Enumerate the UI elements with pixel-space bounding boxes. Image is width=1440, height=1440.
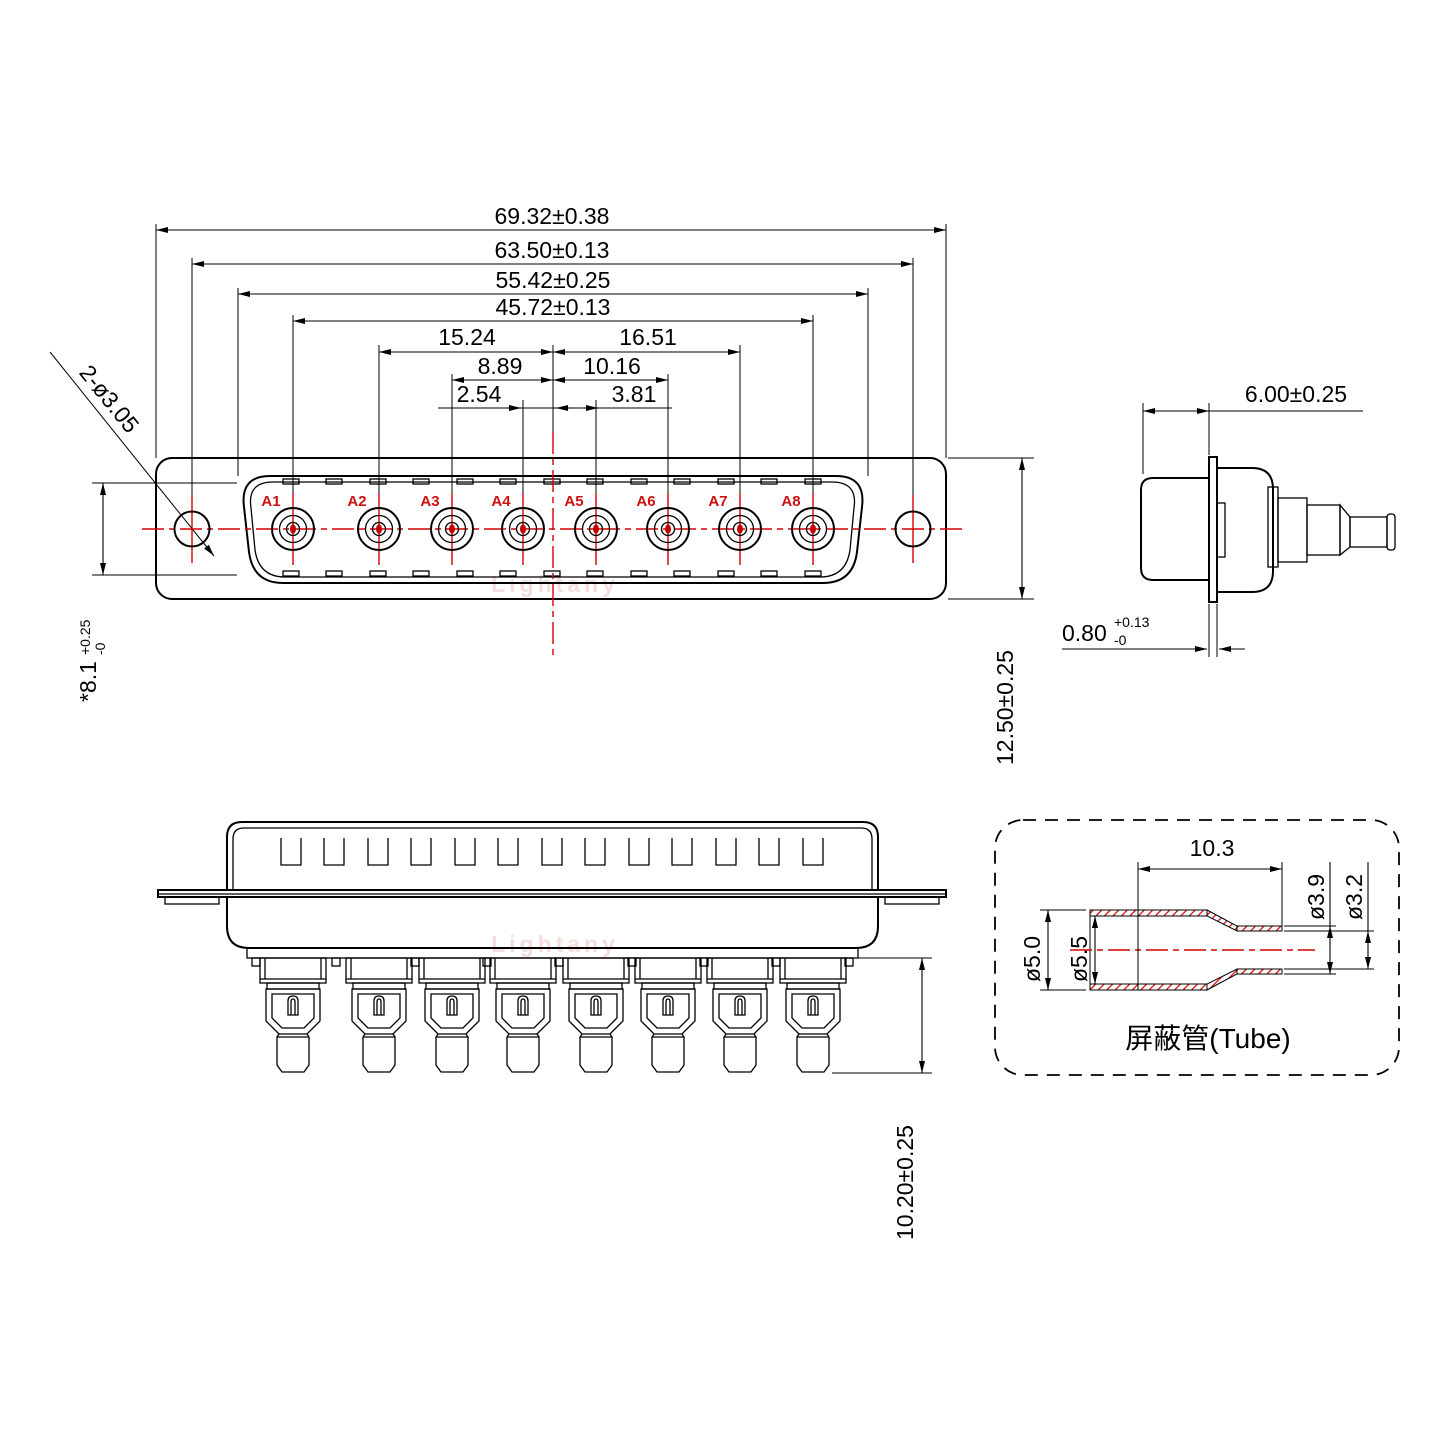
dim-pin-length-group: 10.20±0.25 [832,957,932,1240]
dim-shell-height-plus: +0.25 [77,619,93,655]
front-extension-lines [155,224,947,508]
side-pin [1349,516,1388,548]
dim-flange-thickness-minus: -0 [1114,632,1127,648]
tube-small-wall-bottom [1236,968,1283,975]
solder-pin [489,957,557,1073]
solder-pin [418,957,486,1073]
side-shell-sliver [1216,502,1226,558]
side-pin-cap [1386,513,1396,551]
contact-label: A4 [491,493,511,510]
dim-a4-center: 2.54 [457,381,502,407]
rear-view: 10.20±0.25 [157,821,947,1240]
side-view: 6.00±0.25 0.80 +0.13 -0 [1062,381,1396,657]
dim-center-a5: 3.81 [612,381,657,407]
dim-a3-center: 8.89 [478,353,523,379]
dim-dia-left-inner: ø5.5 [1066,936,1092,982]
tube-detail-border [994,819,1400,1076]
contact-label: A7 [708,493,727,510]
dim-shell-height-group: *8.1 +0.25 -0 [75,482,237,702]
side-crimp-chamfer [1339,503,1351,557]
solder-pin [706,957,774,1073]
rear-flange-tab-right [884,896,940,905]
rear-flange-tab-left [164,896,220,905]
tube-detail: 10.3 ø5.0 ø5.5 ø3.9 ø3.2 屏蔽管(Tube) [994,819,1400,1076]
front-view: 69.32±0.38 63.50±0.13 55.42±0.25 45.72±0… [49,203,1034,765]
rear-base-tabs [251,957,854,967]
side-boot-outline [1217,467,1274,593]
side-body-outline [1140,477,1209,581]
side-cylinder [1277,497,1308,563]
dim-flange-thickness-group: 0.80 +0.13 -0 [1062,604,1245,657]
dim-dia-right-outer: ø3.9 [1303,874,1329,920]
tube-transition-top [1206,909,1238,932]
solder-pin [259,957,327,1073]
dim-shell-width: 55.42±0.25 [496,267,611,293]
solder-pin [562,957,630,1073]
solder-pin [779,957,847,1073]
tube-caption: 屏蔽管(Tube) [1125,1023,1290,1054]
contact-label: A5 [564,493,583,510]
contact-label: A1 [261,493,280,510]
rear-pins [259,957,847,1073]
dim-tube-length: 10.3 [1190,835,1235,861]
side-crimp-block [1306,504,1341,556]
contact-labels: A1 A2 A3 A4 A5 A6 A7 A8 [261,493,800,510]
solder-pin [345,957,413,1073]
side-flange-plate [1208,456,1218,603]
rear-hood-outer [226,821,879,890]
dim-dia-left-outer: ø5.0 [1019,936,1045,982]
contact-label: A8 [781,493,800,510]
contact-label: A6 [636,493,655,510]
dim-shell-height-minus: -0 [92,642,108,655]
rear-hood-inner [232,827,873,890]
tube-transition-bottom [1206,968,1238,991]
tube-wall-top [1089,909,1208,917]
dim-flange-thickness-plus: +0.13 [1114,614,1150,630]
dim-a2-center: 15.24 [438,324,496,350]
mounting-hole-left [173,494,211,564]
dim-shell-height: *8.1 [75,661,101,702]
front-dimension-lines [156,227,946,411]
dim-center-a6: 10.16 [583,353,641,379]
tube-small-wall-top [1236,925,1283,932]
dim-depth: 6.00±0.25 [1245,381,1347,407]
dim-mount-hole-span: 63.50±0.13 [495,237,610,263]
dim-dia-right-inner: ø3.2 [1341,874,1367,920]
dim-flange-height-group: 12.50±0.25 [948,457,1034,765]
shell-outline-inner [249,481,856,578]
rear-hood-slots [280,837,824,866]
dim-pin-length: 10.20±0.25 [892,1125,918,1240]
dim-center-a7: 16.51 [619,324,677,350]
mount-hole-leader-line [49,351,215,557]
tube-wall-bottom [1089,983,1208,991]
dim-flange-height: 12.50±0.25 [992,650,1018,765]
dim-flange-thickness: 0.80 [1062,620,1107,646]
contact-label: A2 [347,493,366,510]
contact-label: A3 [420,493,439,510]
watermark-rear: Lightany [491,931,619,957]
dim-flange-width: 69.32±0.38 [495,203,610,229]
solder-pin [634,957,702,1073]
shell-outline-outer [242,475,864,584]
dim-contact-span: 45.72±0.13 [496,294,611,320]
mounting-hole-right [894,494,932,564]
